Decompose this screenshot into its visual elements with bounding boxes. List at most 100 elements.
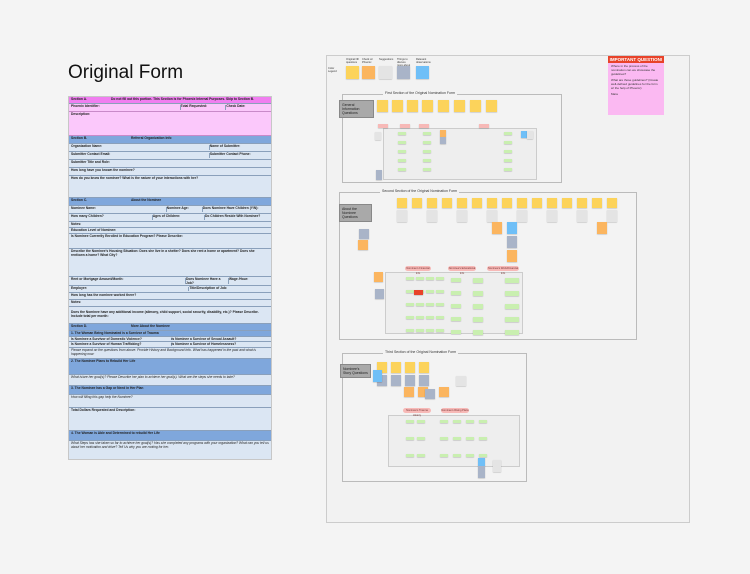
sticky-note[interactable] — [504, 141, 512, 144]
sticky-note[interactable] — [479, 420, 487, 423]
sticky-note[interactable] — [472, 198, 482, 208]
sticky-note[interactable] — [504, 159, 512, 162]
sticky-note[interactable] — [487, 198, 497, 208]
sticky-note[interactable] — [427, 198, 437, 208]
sticky-note[interactable] — [406, 420, 414, 423]
sticky-note[interactable] — [478, 458, 485, 466]
sticky-note[interactable] — [507, 236, 517, 248]
sticky-note[interactable] — [391, 375, 401, 386]
sticky-note[interactable] — [406, 329, 414, 332]
sticky-note[interactable] — [517, 210, 527, 222]
sticky-note[interactable] — [517, 198, 527, 208]
sticky-note[interactable] — [473, 317, 483, 322]
sticky-note[interactable] — [451, 278, 461, 282]
sticky-note[interactable] — [451, 317, 461, 321]
sticky-note[interactable] — [398, 141, 406, 144]
sticky-note[interactable] — [440, 130, 446, 137]
sticky-note[interactable] — [504, 168, 512, 171]
sticky-note[interactable] — [527, 131, 533, 139]
sticky-note[interactable] — [377, 362, 387, 373]
sticky-note[interactable] — [473, 330, 483, 335]
sticky-note[interactable] — [592, 198, 602, 208]
sticky-note[interactable] — [406, 277, 414, 280]
sticky-note[interactable] — [405, 362, 415, 373]
sticky-note[interactable] — [456, 376, 466, 386]
sticky-note[interactable] — [436, 329, 444, 332]
sticky-note[interactable] — [502, 198, 512, 208]
sticky-note[interactable] — [493, 460, 501, 472]
sticky-note[interactable] — [451, 304, 461, 308]
sticky-note[interactable] — [406, 316, 414, 319]
sticky-note[interactable] — [416, 316, 424, 319]
sticky-note[interactable] — [562, 198, 572, 208]
sticky-note[interactable] — [457, 198, 467, 208]
sticky-note[interactable] — [577, 198, 587, 208]
sticky-note[interactable] — [423, 132, 431, 135]
sticky-note[interactable] — [478, 466, 485, 478]
sticky-note[interactable] — [417, 454, 425, 457]
sticky-note[interactable] — [466, 420, 474, 423]
sticky-note[interactable] — [507, 250, 517, 262]
sticky-note[interactable] — [404, 387, 414, 397]
sticky-note[interactable] — [436, 316, 444, 319]
sticky-note[interactable] — [486, 100, 497, 112]
sticky-note[interactable] — [423, 150, 431, 153]
sticky-note[interactable] — [374, 272, 383, 282]
sticky-note[interactable] — [416, 277, 424, 280]
sticky-note[interactable] — [505, 317, 519, 322]
sticky-note[interactable] — [453, 420, 461, 423]
sticky-note[interactable] — [378, 124, 388, 128]
sticky-note[interactable] — [453, 437, 461, 440]
sticky-note[interactable] — [359, 229, 369, 239]
sticky-note[interactable] — [373, 370, 382, 382]
sticky-note[interactable] — [417, 437, 425, 440]
sticky-note[interactable] — [422, 100, 433, 112]
sticky-note[interactable] — [438, 100, 449, 112]
sticky-note[interactable] — [400, 124, 410, 128]
sticky-note[interactable] — [426, 277, 434, 280]
sticky-note[interactable] — [418, 387, 428, 397]
sticky-note[interactable] — [473, 304, 483, 309]
sticky-note[interactable] — [397, 198, 407, 208]
sticky-note[interactable] — [505, 304, 519, 309]
sticky-note[interactable] — [507, 222, 517, 234]
sticky-note[interactable] — [505, 291, 519, 296]
sticky-note[interactable] — [426, 290, 434, 293]
sticky-note[interactable] — [419, 124, 429, 128]
sticky-note[interactable] — [442, 198, 452, 208]
sticky-note[interactable] — [398, 132, 406, 135]
sticky-note[interactable] — [607, 198, 617, 208]
sticky-note[interactable] — [505, 278, 519, 283]
sticky-note[interactable] — [487, 210, 497, 222]
sticky-note[interactable] — [375, 132, 381, 140]
sticky-note[interactable] — [406, 454, 414, 457]
sticky-note[interactable] — [392, 100, 403, 112]
sticky-note[interactable] — [416, 303, 424, 306]
sticky-note[interactable] — [423, 159, 431, 162]
sticky-note[interactable] — [440, 137, 446, 144]
sticky-note[interactable] — [439, 387, 449, 397]
sticky-note[interactable] — [470, 100, 481, 112]
sticky-note[interactable] — [398, 168, 406, 171]
sticky-note[interactable] — [532, 198, 542, 208]
sticky-note[interactable] — [397, 210, 407, 222]
sticky-note[interactable] — [375, 289, 384, 299]
sticky-note[interactable] — [466, 437, 474, 440]
sticky-note[interactable] — [492, 222, 502, 234]
sticky-note[interactable] — [377, 100, 388, 112]
sticky-note[interactable] — [479, 437, 487, 440]
sticky-note[interactable] — [547, 198, 557, 208]
sticky-note[interactable] — [504, 150, 512, 153]
sticky-note[interactable] — [427, 210, 437, 222]
sticky-note[interactable] — [398, 150, 406, 153]
sticky-note[interactable] — [453, 454, 461, 457]
sticky-note[interactable] — [479, 124, 489, 128]
sticky-note[interactable] — [577, 210, 587, 222]
sticky-note[interactable] — [504, 132, 512, 135]
sticky-note[interactable] — [405, 375, 415, 386]
sticky-note[interactable] — [426, 329, 434, 332]
sticky-note[interactable] — [521, 131, 527, 138]
sticky-note[interactable] — [451, 291, 461, 295]
sticky-note[interactable] — [436, 277, 444, 280]
sticky-note[interactable] — [416, 329, 424, 332]
